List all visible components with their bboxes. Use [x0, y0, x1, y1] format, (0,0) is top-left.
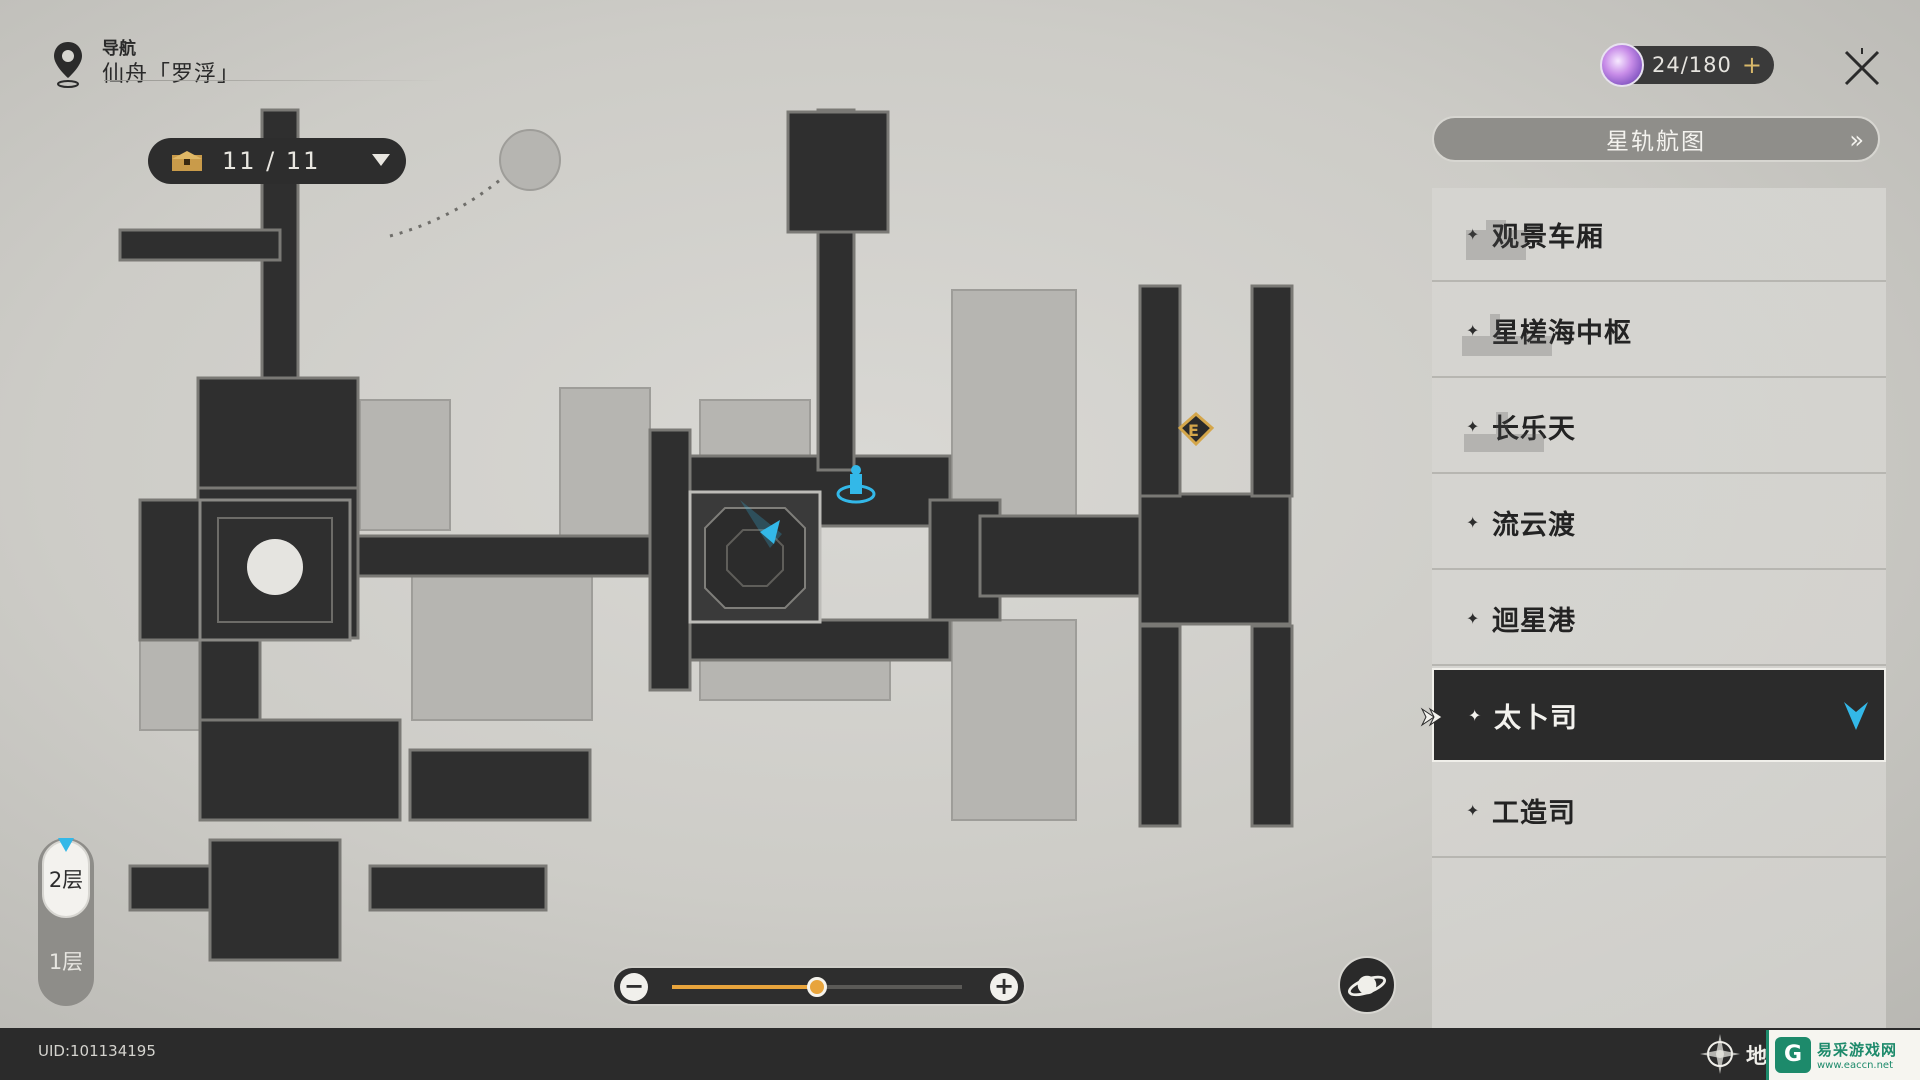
- dropdown-caret-icon: [372, 154, 390, 166]
- floor-1-button[interactable]: 1层: [48, 950, 84, 974]
- double-chevron-right-icon: »: [1849, 126, 1864, 154]
- current-floor-marker-icon: [58, 838, 74, 852]
- site-watermark: G 易采游戏网 www.eaccn.net: [1766, 1030, 1920, 1080]
- location-bullet-icon: ✦: [1466, 225, 1492, 244]
- location-item-cloudford[interactable]: ✦ 流云渡: [1432, 476, 1886, 570]
- region-name: 仙舟「罗浮」: [102, 62, 241, 87]
- star-rail-map-button[interactable]: 星轨航图 »: [1432, 116, 1880, 162]
- location-pin-icon: [54, 42, 82, 88]
- map-compass-icon[interactable]: [1696, 1030, 1744, 1078]
- location-name: 流云渡: [1492, 509, 1576, 541]
- uid-label: UID:101134195: [38, 1042, 156, 1060]
- zoom-handle[interactable]: [807, 977, 827, 997]
- floor-2-button[interactable]: 2层: [42, 840, 90, 918]
- location-item-divination-commission[interactable]: ✦ 太卜司: [1420, 668, 1886, 762]
- chest-counter-dropdown[interactable]: 11 / 11: [148, 138, 406, 184]
- zoom-track[interactable]: [672, 977, 962, 997]
- zoom-fill: [672, 985, 817, 989]
- navigation-header: 导航 仙舟「罗浮」: [48, 38, 240, 90]
- floor-2-label: 2层: [48, 868, 84, 892]
- location-name: 长乐天: [1492, 413, 1576, 445]
- location-bullet-icon: ✦: [1466, 416, 1480, 436]
- location-item-starskiff-haven[interactable]: ✦ 星槎海中枢: [1432, 284, 1886, 378]
- zoom-slider[interactable]: − +: [612, 966, 1026, 1006]
- location-item-viewing-car[interactable]: ✦ 观景车厢: [1432, 188, 1886, 282]
- skyline-icon: [1462, 314, 1552, 356]
- location-item-starskiff-port[interactable]: ✦ 迴星港: [1432, 572, 1886, 666]
- location-name: 太卜司: [1494, 702, 1578, 734]
- add-power-button[interactable]: +: [1741, 51, 1762, 79]
- trailblaze-power[interactable]: 24/180 +: [1600, 43, 1774, 87]
- player-location-marker-icon: [1844, 702, 1868, 730]
- skyline-icon: [1464, 412, 1544, 452]
- map-tab[interactable]: 地: [1746, 1044, 1767, 1068]
- planet-icon[interactable]: [1338, 956, 1396, 1014]
- close-icon[interactable]: [1842, 48, 1882, 88]
- location-item-everlasting-sky[interactable]: ✦ 长乐天: [1432, 380, 1886, 474]
- current-location-arrow-icon: [1420, 707, 1442, 727]
- svg-text:E: E: [1188, 421, 1199, 440]
- power-value: 24/180: [1652, 53, 1732, 77]
- location-item-artisanship-commission[interactable]: ✦ 工造司: [1432, 764, 1886, 858]
- nav-label: 导航: [102, 39, 136, 59]
- treasure-chest-icon: [172, 151, 202, 171]
- chest-count: 11 / 11: [222, 147, 321, 175]
- watermark-logo: G: [1775, 1037, 1811, 1073]
- skyline-icon: [1466, 220, 1526, 260]
- location-bullet-icon: ✦: [1468, 705, 1482, 725]
- trailblaze-power-icon: [1600, 43, 1644, 87]
- location-list[interactable]: ✦ 观景车厢 ✦ 星槎海中枢 ✦ 长乐天 ✦ 流云渡 ✦ 迴星港 ✦ 太卜司 ✦…: [1420, 188, 1886, 1028]
- location-bullet-icon: ✦: [1466, 800, 1480, 820]
- watermark-url: www.eaccn.net: [1817, 1060, 1894, 1071]
- location-name: 迴星港: [1492, 605, 1576, 637]
- header-divider: [104, 80, 444, 81]
- map-canvas[interactable]: E: [0, 0, 1920, 1028]
- location-bullet-icon: ✦: [1466, 512, 1480, 532]
- watermark-text: 易采游戏网: [1817, 1041, 1898, 1059]
- zoom-out-button[interactable]: −: [620, 973, 648, 1001]
- location-name: 工造司: [1492, 797, 1576, 829]
- zoom-in-button[interactable]: +: [990, 973, 1018, 1001]
- location-bullet-icon: ✦: [1466, 320, 1480, 340]
- location-name: 观景车厢: [1492, 221, 1604, 253]
- player-arrow-icon: [740, 500, 782, 548]
- location-name: 星槎海中枢: [1492, 317, 1632, 349]
- bottom-bar: [0, 1028, 1920, 1080]
- exit-marker-icon[interactable]: E: [1177, 412, 1215, 447]
- location-bullet-icon: ✦: [1466, 608, 1480, 628]
- space-anchor-icon[interactable]: [836, 465, 876, 504]
- star-map-label: 星轨航图: [1606, 129, 1706, 155]
